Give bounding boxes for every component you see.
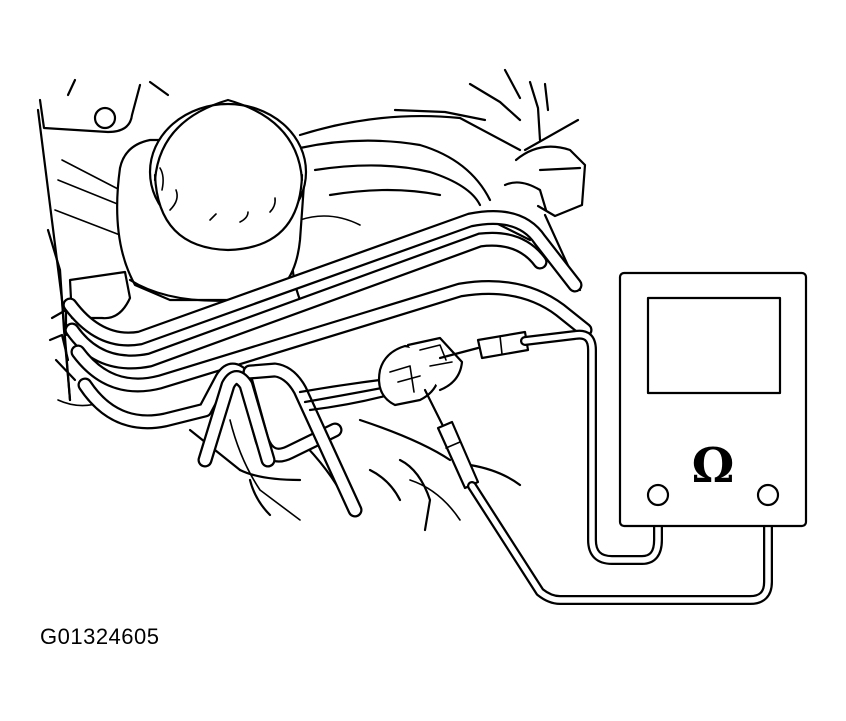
figure-id-label: G01324605 <box>40 624 160 649</box>
test-probe-icon <box>423 330 530 490</box>
meter-terminal-right <box>756 483 780 507</box>
meter-leads <box>467 329 773 605</box>
brake-lines-icon <box>62 210 593 518</box>
meter-terminal-left <box>646 483 670 507</box>
meter-display <box>646 296 782 395</box>
connector-icon <box>377 336 464 407</box>
reservoir-icon <box>116 98 308 302</box>
ohmmeter-icon <box>618 271 808 528</box>
ohm-symbol: Ω <box>692 438 735 494</box>
engine-bay-outline <box>36 68 587 532</box>
bracket-icon <box>48 270 132 382</box>
harness-icon <box>298 378 387 412</box>
